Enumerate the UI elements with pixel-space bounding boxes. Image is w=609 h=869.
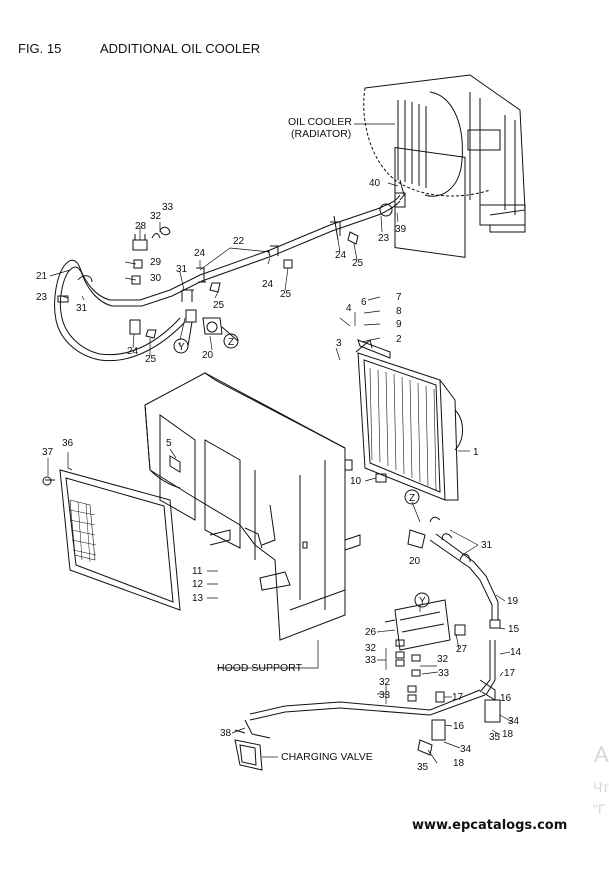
view-label-y-lower: Y — [419, 596, 426, 607]
part-number-21: 21 — [36, 271, 48, 282]
part-number-9: 9 — [396, 319, 402, 330]
oil-cooler-label-line2: (RADIATOR) — [291, 128, 351, 140]
part-number-14: 14 — [510, 647, 522, 658]
side-fragment-ch: Чт — [593, 779, 609, 795]
view-label-y: Y — [178, 342, 185, 353]
part-number-39: 39 — [395, 224, 407, 235]
part-number-7: 7 — [396, 292, 402, 303]
part-number-16b: 16 — [453, 721, 465, 732]
part-number-8: 8 — [396, 306, 402, 317]
part-number-20: 20 — [202, 350, 214, 361]
part-number-38: 38 — [220, 728, 232, 739]
leader-lines — [47, 123, 513, 764]
hood-support-label: HOOD SUPPORT — [217, 662, 303, 674]
part-number-18: 18 — [502, 729, 514, 740]
part-number-24b: 24 — [262, 279, 274, 290]
part-number-2: 2 — [396, 334, 402, 345]
part-number-4: 4 — [346, 303, 352, 314]
figure-title: ADDITIONAL OIL COOLER — [100, 41, 261, 56]
lower-hose-assembly — [234, 516, 501, 771]
side-fragment-a: A — [594, 742, 609, 767]
part-number-26: 26 — [365, 627, 377, 638]
part-number-25a: 25 — [213, 300, 225, 311]
side-fragment-quote: "Г — [593, 801, 606, 817]
part-number-29: 29 — [150, 257, 162, 268]
part-number-27: 27 — [456, 644, 468, 655]
view-label-z-lower: Z — [409, 493, 415, 504]
part-number-17b: 17 — [452, 692, 464, 703]
oil-cooler-core — [355, 339, 463, 501]
part-number-11: 11 — [192, 566, 203, 577]
part-number-31b: 31 — [176, 264, 188, 275]
oil-cooler-label-line1: OIL COOLER — [288, 116, 352, 128]
oil-cooler-pipe-assembly — [54, 192, 406, 362]
part-number-32d: 32 — [379, 677, 391, 688]
part-number-24a: 24 — [194, 248, 206, 259]
part-number-31: 31 — [76, 303, 88, 314]
charging-valve-label: CHARGING VALVE — [281, 751, 373, 763]
part-number-6: 6 — [361, 297, 367, 308]
part-number-13: 13 — [192, 593, 204, 604]
hood-support — [144, 372, 361, 641]
part-number-32: 32 — [150, 211, 162, 222]
part-number-25d: 25 — [145, 354, 157, 365]
part-number-24c: 24 — [335, 250, 347, 261]
part-number-35b: 35 — [417, 762, 429, 773]
part-number-20b: 20 — [409, 556, 421, 567]
view-markers — [173, 321, 430, 608]
part-number-19: 19 — [507, 596, 519, 607]
part-number-22: 22 — [233, 236, 245, 247]
part-number-36: 36 — [62, 438, 74, 449]
part-number-34b: 34 — [460, 744, 472, 755]
watermark-url[interactable]: www.epcatalogs.com — [412, 818, 568, 833]
part-number-34: 34 — [508, 716, 520, 727]
part-number-33c: 33 — [438, 668, 450, 679]
part-number-18b: 18 — [453, 758, 465, 769]
part-number-15: 15 — [508, 624, 520, 635]
part-number-31c: 31 — [481, 540, 493, 551]
part-number-12: 12 — [192, 579, 204, 590]
part-number-40: 40 — [369, 178, 381, 189]
part-number-37: 37 — [42, 447, 54, 458]
part-number-32c: 32 — [437, 654, 449, 665]
part-number-23b: 23 — [378, 233, 390, 244]
part-number-28: 28 — [135, 221, 147, 232]
part-number-33: 33 — [162, 202, 174, 213]
part-number-16: 16 — [500, 693, 512, 704]
view-label-z: Z — [228, 337, 234, 348]
part-number-10: 10 — [350, 476, 362, 487]
part-number-23: 23 — [36, 292, 48, 303]
part-number-33b: 33 — [365, 655, 377, 666]
part-number-35: 35 — [489, 732, 501, 743]
part-number-32b: 32 — [365, 643, 377, 654]
figure-number: FIG. 15 — [18, 41, 62, 56]
part-number-33d: 33 — [379, 690, 391, 701]
screen-panel — [42, 469, 181, 611]
part-number-1: 1 — [473, 447, 479, 458]
part-number-3: 3 — [336, 338, 342, 349]
part-number-5: 5 — [166, 438, 172, 449]
part-number-17: 17 — [504, 668, 516, 679]
part-number-25b: 25 — [280, 289, 292, 300]
part-number-24d: 24 — [127, 346, 139, 357]
part-number-30: 30 — [150, 273, 162, 284]
oil-cooler-radiator — [363, 74, 526, 258]
part-number-25c: 25 — [352, 258, 364, 269]
